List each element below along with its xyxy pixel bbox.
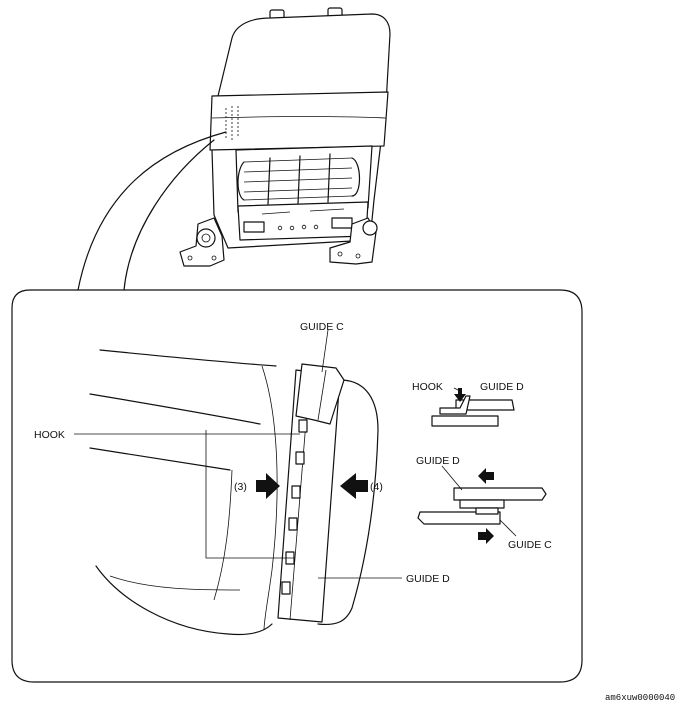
callout-line-outer [77,131,227,291]
inset-slide-guides: GUIDE D GUIDE C [416,455,552,551]
arrow-step-3 [256,473,280,499]
guide-c-block [295,363,345,425]
label-step-4: (4) [370,481,383,493]
label-inset-hook: HOOK [412,381,443,393]
label-step-3: (3) [234,481,247,493]
inset-hook-engagement: HOOK GUIDE D [412,381,524,427]
hook-range-bracket [205,430,294,559]
label-inset-guide-c: GUIDE C [508,539,552,551]
seatback-overview [179,7,391,267]
arrow-step-4 [340,473,368,499]
seat-cover [89,349,379,636]
leader-guide-c [321,329,329,373]
detail-frame [11,289,583,683]
label-guide-d: GUIDE D [406,573,450,585]
callout-line-inner [123,139,215,291]
label-hook: HOOK [34,429,65,441]
seat-springs [237,153,361,205]
arrow-slide-right [478,528,494,544]
arrow-slide-left [478,468,494,484]
figure-reference-code: am6xuw0000040 [605,693,675,703]
label-guide-c: GUIDE C [300,321,344,333]
guide-d-strip [277,369,341,623]
zipper-stitch [225,106,239,140]
label-inset-guide-d-2: GUIDE D [416,455,460,467]
label-inset-guide-d-1: GUIDE D [480,381,524,393]
